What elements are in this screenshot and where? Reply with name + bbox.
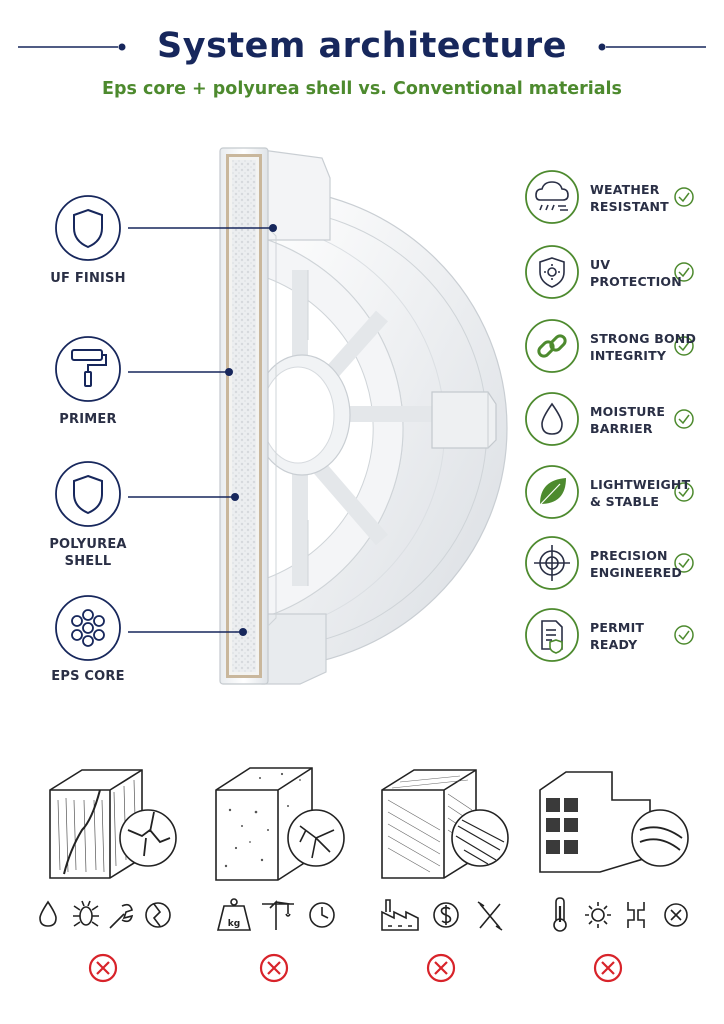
feature-ring-moisture [525,392,579,446]
water-drop-icon [541,402,563,435]
feature-ring-uv [525,245,579,299]
crosshair-target-icon [534,545,570,581]
expansion-joint-icon [627,902,645,928]
material-wood [49,769,177,879]
wood-verdict-x-mark-icon [88,953,118,983]
polyurea-icon-ring [55,461,121,527]
stone-verdict-x-mark-icon [426,953,456,983]
circle-x-icon [664,903,688,927]
title-dot-right [598,43,606,51]
feature-lightweight: LIGHTWEIGHT& STABLE [590,477,691,509]
kg-label: kg [228,919,240,929]
permit-document-icon [541,620,563,654]
material-concrete [215,767,345,881]
feature-ring-weather [525,170,579,224]
layer-polyurea-shell [55,461,239,527]
wrench-icon [109,903,134,929]
leaf-icon [537,478,566,508]
concrete-verdict-x-mark-icon [259,953,289,983]
uv-sun-shield-icon [539,257,565,288]
page-subtitle: Eps core + polyurea shell vs. Convention… [102,79,622,99]
layer-label-eps-core: EPS CORE [51,669,125,684]
layer-label-polyurea-shell: POLYUREA SHELL [49,537,127,569]
layer-label-primer: PRIMER [59,412,117,427]
pvc-detail [631,809,689,867]
feature-checks [674,187,694,645]
clock-icon [309,902,335,928]
title-rules [18,43,706,51]
title-bar: System architecture [0,18,724,74]
eps-core-icon-ring [55,595,121,661]
paint-roller-icon [71,349,107,387]
feature-ring-permit [525,608,579,662]
weather-cloud-icon [535,181,569,211]
layer-uf-finish [55,195,277,261]
bug-icon [73,900,99,927]
material-stone [381,769,509,879]
kg-weight-icon [216,898,252,931]
material-pvc [539,771,689,873]
wood-crack-detail [119,809,177,867]
layer-label-uf-finish: UF FINISH [50,271,126,286]
uf-finish-icon-ring [55,195,121,261]
thermometer-icon [553,897,567,932]
layer-primer [55,336,233,402]
tools-icon [477,901,503,931]
factory-icon [381,899,419,931]
shield-icon [73,208,103,249]
layer-eps-core [55,595,247,661]
page-title: System architecture [157,26,567,66]
water-drop-icon [39,900,57,927]
feature-ring-lightweight [525,465,579,519]
crack-icon [145,902,171,928]
crane-icon [262,900,294,930]
feature-ring-precision [525,536,579,590]
pvc-verdict-x-mark-icon [593,953,623,983]
shield-icon [73,474,103,515]
eps-core-layer [232,160,256,672]
feature-ring-bond [525,319,579,373]
sun-icon [585,902,611,928]
chain-link-icon [537,334,567,358]
bead-cluster-icon [71,609,105,647]
title-dot-left [118,43,126,51]
dollar-coin-icon [433,902,459,928]
